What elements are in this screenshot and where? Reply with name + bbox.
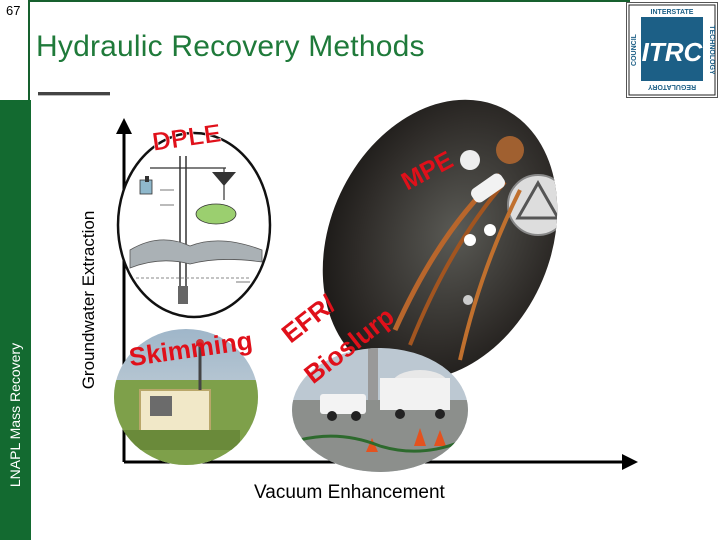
logo-right-text: TECHNOLOGY <box>708 25 715 75</box>
efr-photo <box>292 348 468 472</box>
title-underline <box>38 92 110 96</box>
page-title: Hydraulic Recovery Methods <box>36 30 425 63</box>
header-border <box>28 0 630 102</box>
dple-schematic <box>116 131 272 319</box>
sidebar-band: LNAPL Mass Recovery <box>0 100 31 540</box>
logo-bottom-text: REGULATORY <box>648 83 696 90</box>
logo-left-text: COUNCIL <box>631 33 638 66</box>
mpe-photo <box>322 99 569 381</box>
itrc-logo-graphic: ITRC INTERSTATE REGULATORY TECHNOLOGY CO… <box>628 4 716 96</box>
logo-top-text: INTERSTATE <box>651 9 694 16</box>
logo-letters: ITRC <box>642 37 704 67</box>
slide-number: 67 <box>6 3 21 18</box>
itrc-logo: ITRC INTERSTATE REGULATORY TECHNOLOGY CO… <box>626 2 718 98</box>
x-axis-label: Vacuum Enhancement <box>254 482 445 503</box>
y-axis-arrow <box>116 118 132 134</box>
x-axis-arrow <box>622 454 638 470</box>
